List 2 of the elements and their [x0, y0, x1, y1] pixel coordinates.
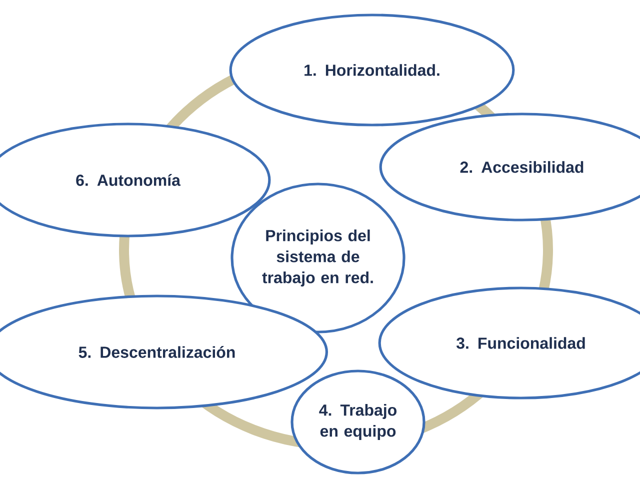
node-label: 3. Funcionalidad: [456, 337, 585, 349]
node-label: 2. Accesibilidad: [460, 161, 584, 173]
